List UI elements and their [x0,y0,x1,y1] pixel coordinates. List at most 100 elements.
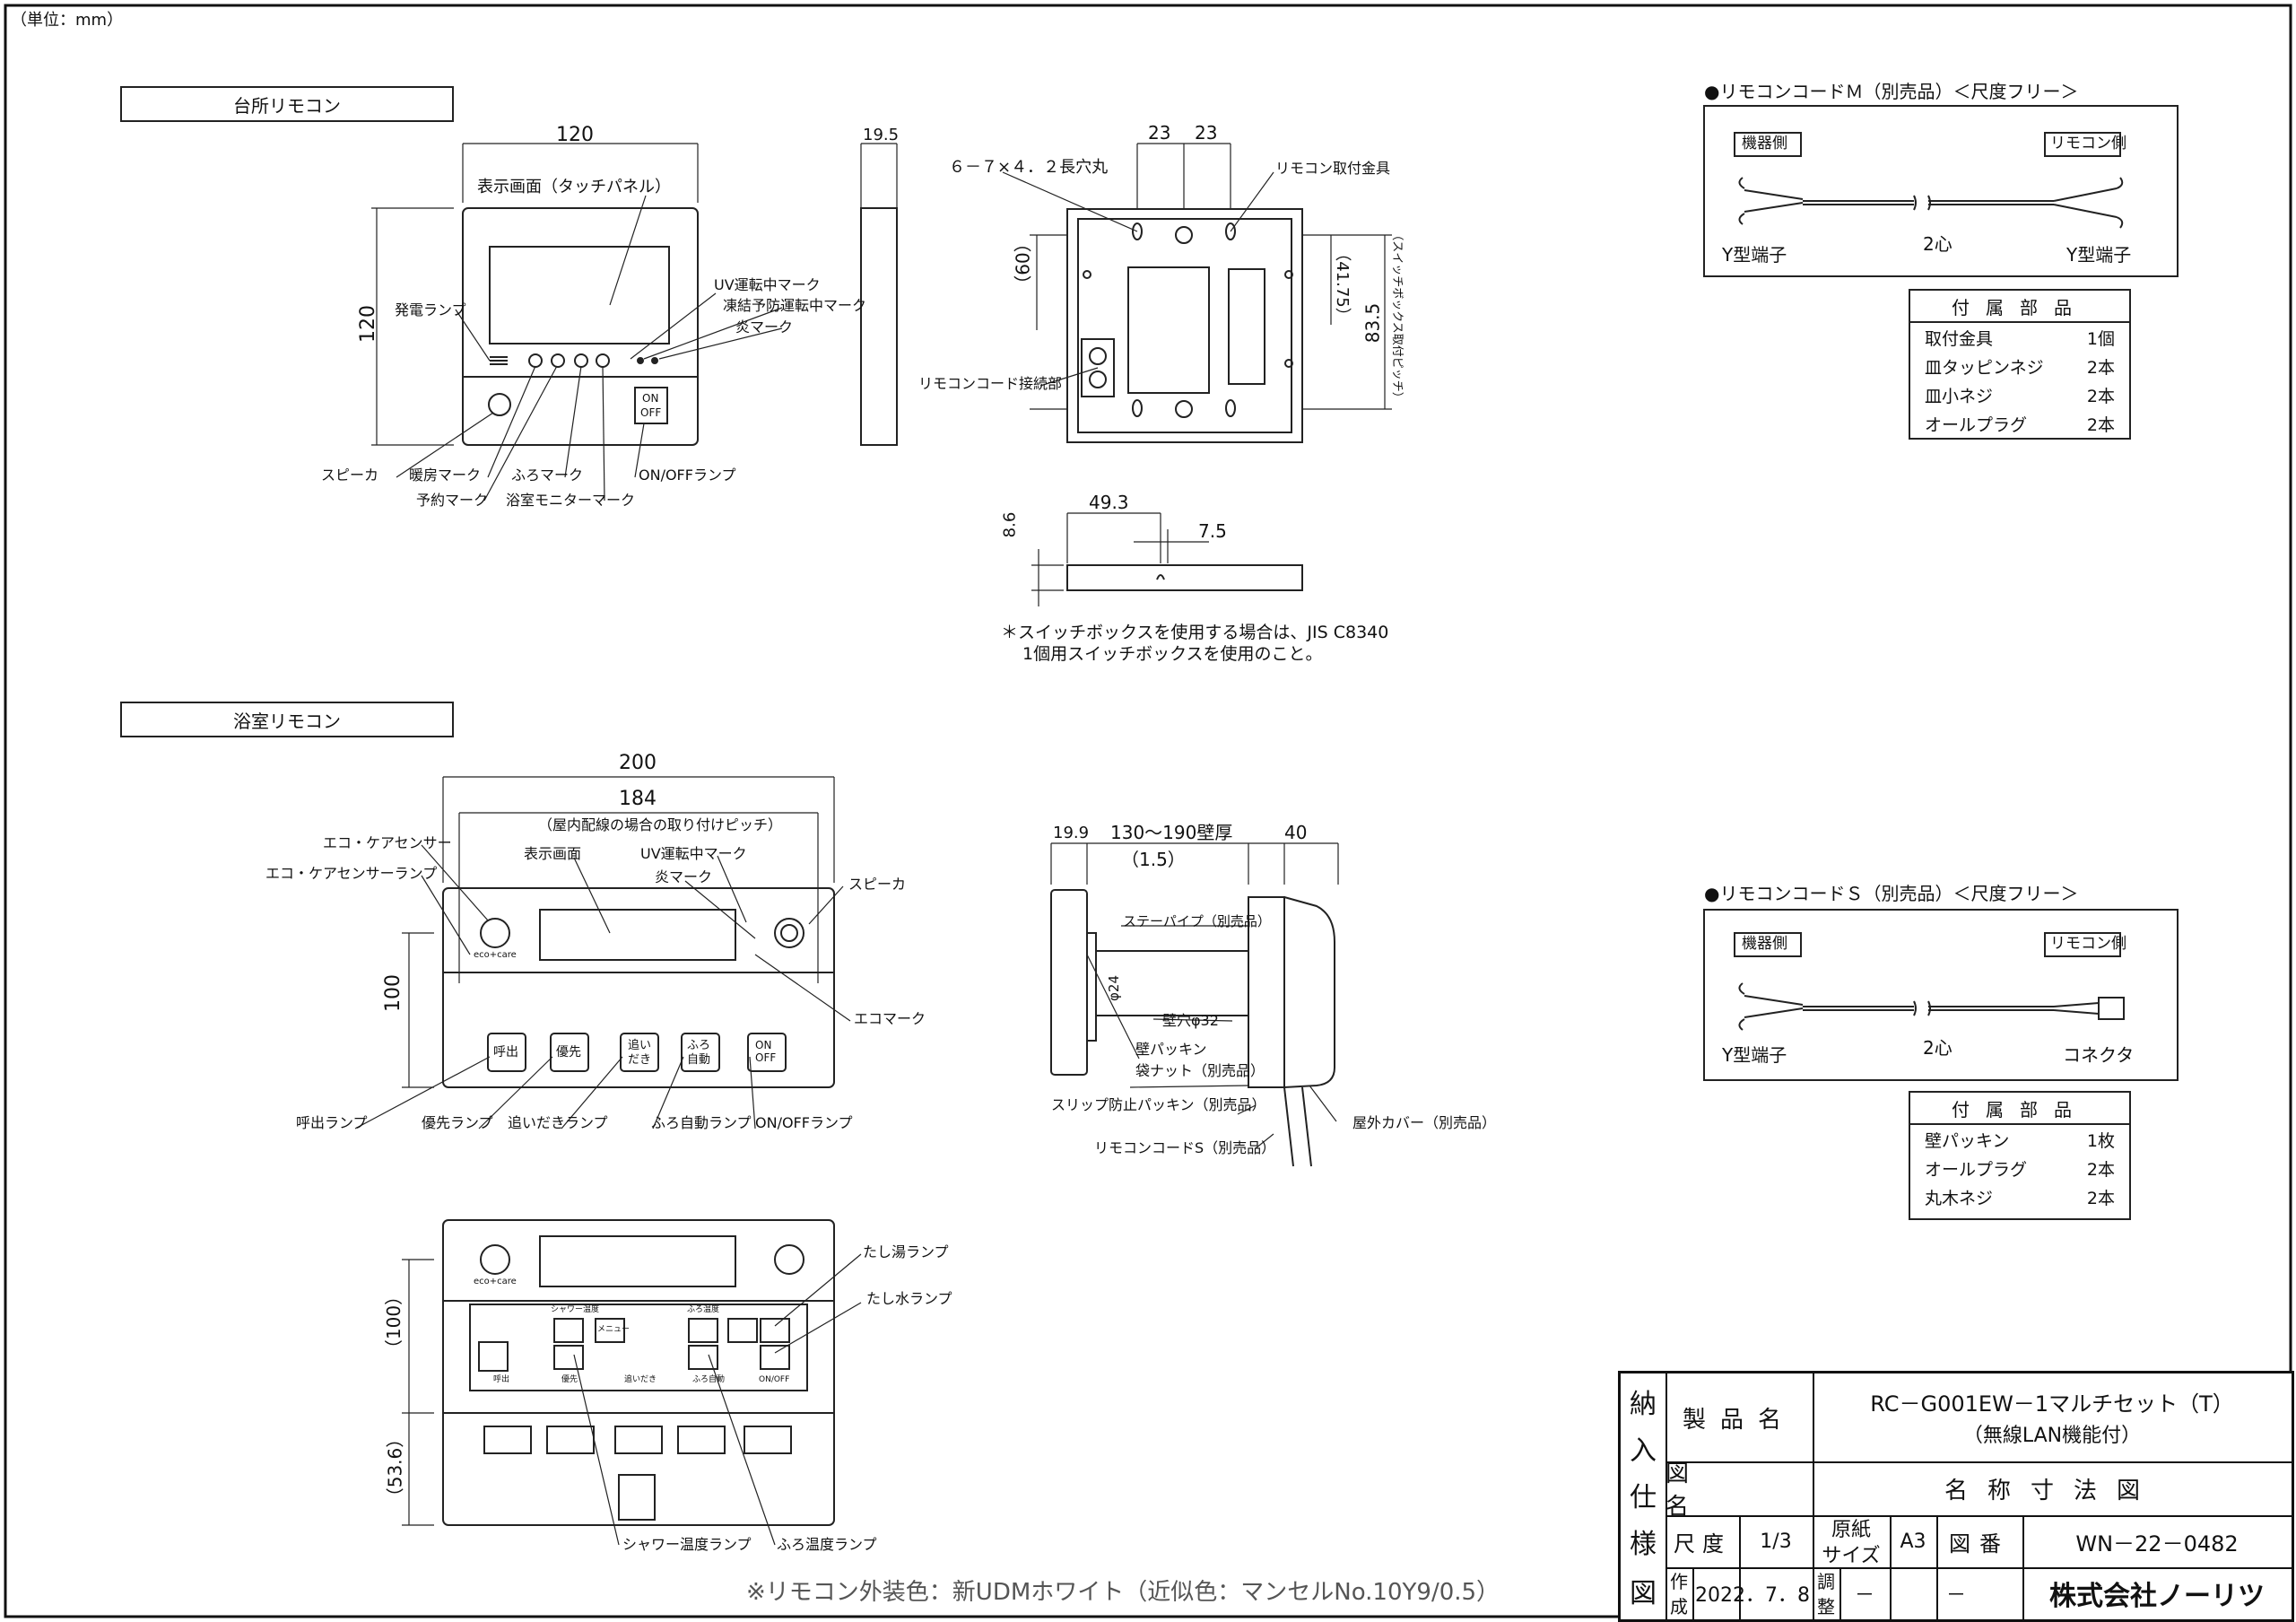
tb-divider [1839,1567,1841,1619]
bracket-mount-label: リモコン取付金具 [1275,160,1391,177]
bath-display-label: 表示画面 [524,845,582,862]
bath-open-priority-label: 優先 [561,1375,578,1384]
cord-s-cores: 2心 [1923,1037,1952,1059]
section-wall-packing: 壁パッキン [1135,1041,1207,1058]
tb-paper-label-2: サイズ [1822,1545,1881,1567]
bath-reheat-lamp-label: 追いだきランプ [508,1114,608,1131]
bath-eco-logo-open: eco+care [474,1277,517,1286]
cord-s-accessories-header: 付属部品 [1910,1093,2129,1125]
cord-m-drawing [1703,105,2179,277]
bath-open-menu-label: メニュー [597,1325,631,1334]
tb-made-label-2: 成 [1670,1595,1688,1618]
tb-divider [1665,1373,1667,1619]
bracket-switchbox-pitch: （スイッチボックス取付ピッチ） [1389,229,1404,404]
bath-button-priority: 優先 [556,1045,581,1060]
bath-open-reheat-label: 追いだき [624,1375,657,1384]
kitchen-dimensions [371,143,898,446]
bath-open-auto-label: ふろ自動 [692,1375,726,1384]
bath-priority-lamp-label: 優先ランプ [422,1114,493,1131]
bracket-cord-terminal-label: リモコンコード接続部 [918,375,1063,392]
tb-product-label: 製品名 [1682,1406,1796,1434]
kitchen-speaker-label: スピーカ [321,467,379,484]
bath-add-water-lamp-label: たし水ランプ [866,1290,952,1307]
bath-button-auto: ふろ 自動 [687,1039,711,1067]
section-wall-thickness: 130～190壁厚 [1110,822,1233,843]
bracket-note-line1: ＊スイッチボックスを使用する場合は、JIS C8340 [1001,623,1389,642]
cord-m-left-terminal: Y型端子 [1722,244,1787,266]
cord-s-device-side: 機器側 [1742,935,1787,953]
cord-m-remote-side-label: リモコン側 [2050,135,2126,153]
title-block: 納 入 仕 様 図 製品名 RC－G001EW－1マルチセット（T） （無線LA… [1618,1371,2294,1622]
accessory-qty: 2本 [2086,414,2115,435]
cord-m-accessories-header: 付属部品 [1910,291,2129,323]
tb-vertical-2: 入 [1630,1435,1657,1467]
section-wall-hole: 壁穴φ32 [1162,1012,1219,1029]
accessory-qty: 2本 [2086,1188,2115,1208]
cord-m-right-terminal: Y型端子 [2066,244,2132,266]
bath-remote-title: 浴室リモコン [120,702,454,737]
tb-vertical-5: 図 [1630,1578,1657,1609]
bracket-drawing [1066,208,1303,443]
kitchen-heating-label: 暖房マーク [409,467,482,484]
bath-open-shower-label: シャワー温度 [551,1305,600,1314]
kitchen-uv-label: UV運転中マーク [714,276,821,293]
accessory-name: オールプラグ [1925,1159,2028,1180]
kitchen-remote-side [860,207,898,446]
bracket-dim-60: （60） [1012,234,1034,293]
accessory-name: 皿タッピンネジ [1925,357,2044,378]
tb-number-value: WN－22－0482 [2075,1530,2239,1557]
tb-paper-label-1: 原紙 [1831,1519,1871,1541]
tb-dash-1: － [1854,1584,1874,1607]
tb-product-name-1: RC－G001EW－1マルチセット（T） [1870,1391,2234,1417]
tb-dash-2: － [1945,1584,1966,1607]
bath-speaker-label: スピーカ [848,876,907,893]
bath-eco-logo: eco+care [474,950,517,960]
tb-company: 株式会社ノーリツ [2049,1581,2265,1612]
cord-m-device-side: 機器側 [1742,135,1787,153]
bath-open-bath-label: ふろ温度 [687,1305,720,1314]
accessory-qty: 2本 [2086,386,2115,406]
tb-divider [1739,1515,1741,1619]
tb-scale-value: 1/3 [1760,1530,1792,1553]
section-dim-199: 19.9 [1053,824,1090,842]
bath-add-hot-lamp-label: たし湯ランプ [863,1243,949,1260]
cord-m-cores: 2心 [1923,233,1952,255]
section-slip-packing: スリップ防止パッキン（別売品） [1051,1096,1266,1113]
bath-eco-mark-label: エコマーク [854,1010,926,1027]
bath-dim-100: 100 [382,974,404,1012]
bath-onoff-lamp-label: ON/OFFランプ [755,1114,853,1131]
kitchen-monitor-label: 浴室モニターマーク [506,492,636,509]
bath-leaders [354,844,851,1129]
kitchen-flame-label: 炎マーク [735,318,794,336]
tb-number-label: 図番 [1949,1530,2010,1557]
bath-dim-184: 184 [619,788,657,810]
bath-button-call: 呼出 [493,1045,518,1060]
accessory-name: 取付金具 [1925,328,1994,349]
color-note: ※リモコン外装色：新UDMホワイト（近似色：マンセルNo.10Y9/0.5） [746,1579,1500,1606]
bath-temp-lamp-label: ふろ温度ランプ [777,1536,877,1553]
bath-flame-label: 炎マーク [655,868,713,885]
tb-divider [1890,1515,1892,1619]
accessory-qty: 1枚 [2086,1130,2115,1151]
tb-adjust-label-1: 調 [1817,1570,1835,1592]
section-view [1050,889,1335,1167]
bracket-dimensions [1002,143,1392,410]
tb-divider [1665,1515,2292,1517]
unit-label: （単位：mm） [11,11,124,30]
tb-product-name-2: （無線LAN機能付） [1962,1425,2142,1447]
section-cord-s: リモコンコードS（別売品） [1094,1139,1276,1156]
bracket-dim-23b: 23 [1195,122,1218,144]
section-dimensions [1050,842,1339,1149]
tb-adjust-label-2: 整 [1817,1595,1835,1618]
kitchen-remote-front [462,207,699,446]
section-bag-nut: 袋ナット（別売品） [1135,1062,1265,1079]
bracket-dim-75: 7.5 [1198,520,1227,542]
bracket-dim-493: 49.3 [1089,492,1129,513]
section-dim-15: （1.5） [1121,849,1186,870]
